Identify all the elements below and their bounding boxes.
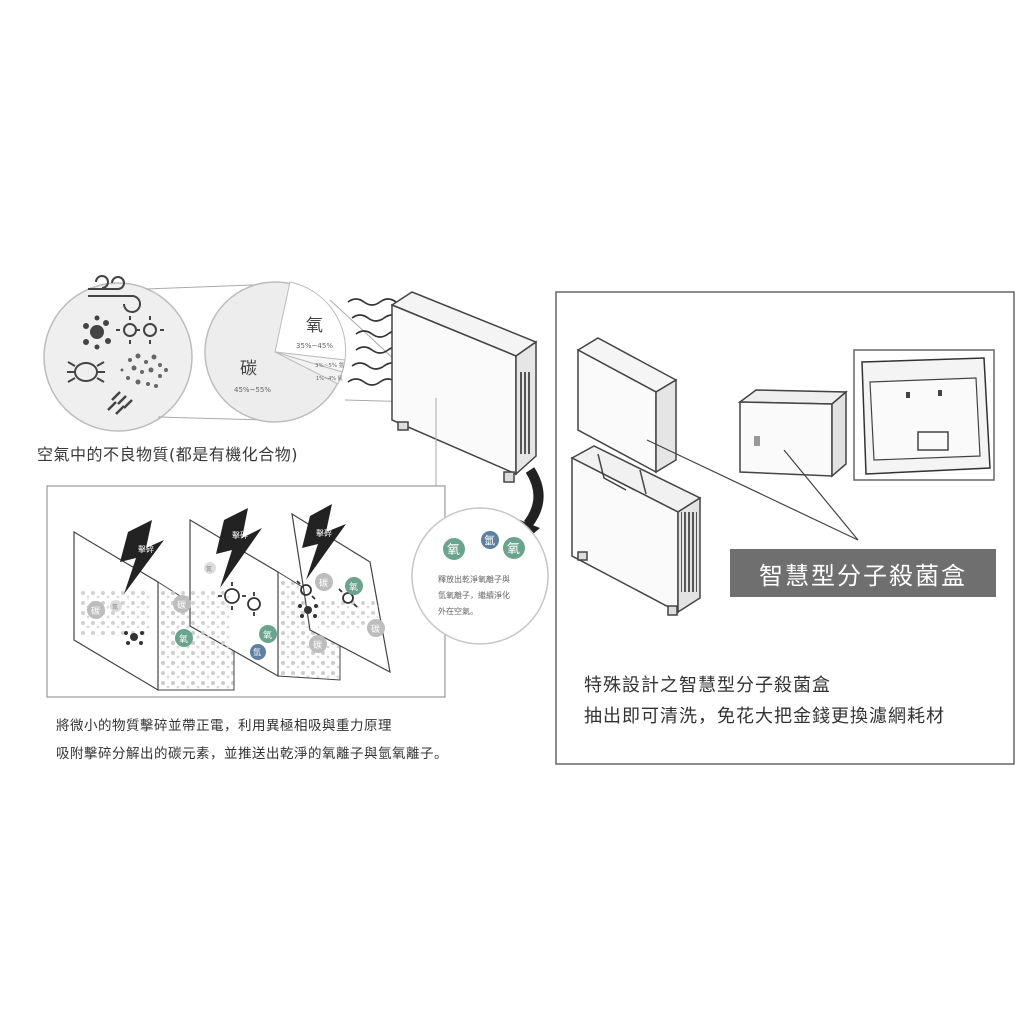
release-oxygen-badge-2 [503,537,525,559]
bacteria-icon [83,315,111,350]
carbon-range: 45%~55% [234,386,271,394]
composition-circle [204,281,347,423]
right-caption-line-2: 抽出即可清洗，免花大把金錢更換濾網耗材 [584,706,945,727]
sterilizer-photo [853,349,995,481]
oxygen-range: 35%~45% [296,342,333,350]
hydrogen-share: 3%~5% 氫 [315,361,345,369]
hit-label-2: 擊碎 [232,530,248,540]
pollen-icon [107,391,133,415]
open-housing [570,445,702,616]
oxygen-text-1: 氧 [179,633,188,645]
release-circle [411,507,549,645]
badge-oxygen-2 [259,625,277,643]
release-oxygen-2: 氧 [507,542,520,557]
pointer-lines [646,439,859,541]
bug-icon [67,361,105,383]
carbon-label: 碳 [240,359,257,379]
release-line-2: 氫氧離子，繼續淨化 [438,590,510,600]
filter-cartridge [576,337,678,474]
badge-oxygen-1 [175,629,193,647]
release-oxygen-badge-1 [443,538,465,560]
badge-carbon-3 [315,573,333,591]
carbon-text-2: 碳 [177,599,186,611]
oxygen-label: 氧 [306,316,323,336]
carbon-text-1: 碳 [91,605,100,617]
carbon-text-4: 碳 [371,623,380,635]
right-caption-line-1: 特殊設計之智慧型分子殺菌盒 [584,675,831,696]
badge-carbon-2 [173,595,191,613]
badge-carbon-1 [87,601,105,619]
hit-label-1: 擊碎 [138,544,154,554]
left-caption-line-2: 吸附擊碎分解出的碳元素，並推送出乾淨的氧離子與氫氧離子。 [56,746,448,762]
oxygen-text-2: 氧 [263,629,272,641]
release-line-1: 釋放出乾淨氧離子與 [438,574,510,584]
carbon-text-3: 碳 [319,577,328,589]
release-hydrogen: 氫 [484,533,495,547]
pollutants-caption: 空氣中的不良物質(都是有機化合物) [37,445,298,464]
wind-icon [88,275,141,313]
dust-cloud-icon [120,353,168,388]
badge-carbon-5 [309,635,327,653]
release-line-3: 外在空氣。 [438,606,478,616]
badge-hydrogen-1 [250,644,266,660]
breakdown-bacteria-icons [124,604,318,645]
left-caption-line-1: 將微小的物質擊碎並帶正電，利用異極相吸與重力原理 [56,718,392,734]
nitrogen-share: 1%~4% 氮 [316,375,343,382]
oxygen-text-3: 氧 [349,581,358,593]
sterilizer-box [737,389,848,478]
lightning-bolts [120,504,346,594]
carbon-text-5: 碳 [313,639,322,651]
badge-carbon-4 [367,619,385,637]
badge-oxygen-3 [345,577,363,595]
hit-label-3: 擊碎 [316,528,332,538]
release-oxygen-1: 氧 [447,543,460,558]
nitrogen-text-2: 氮 [206,565,212,573]
release-hydrogen-badge [481,531,499,549]
element-badges [87,562,385,660]
badge-nitrogen-2 [204,562,216,574]
hydrogen-text-1: 氫 [253,647,261,657]
virus-icon [116,316,164,344]
air-purifier-device [390,291,538,483]
badge-nitrogen-1 [110,600,122,612]
nitrogen-text-1: 氮 [112,603,118,611]
breakdown-virus-icons [218,580,358,616]
sterilizer-title: 智慧型分子殺菌盒 [730,549,996,597]
pollutant-circle [43,275,193,432]
